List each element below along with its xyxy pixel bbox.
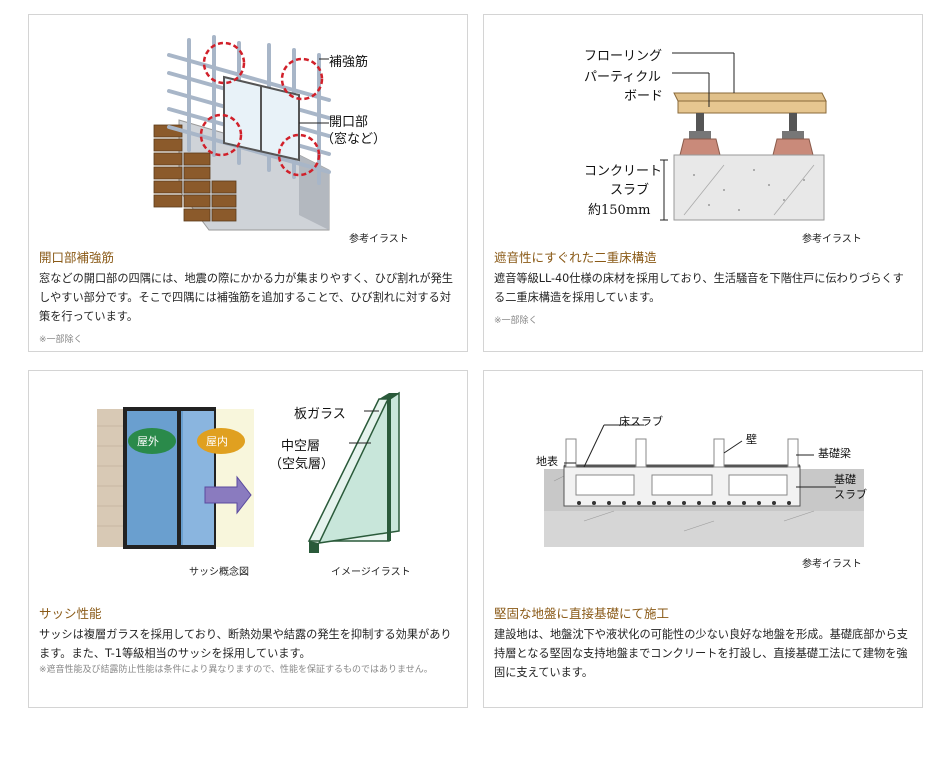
card-note: ※遮音性能及び結露防止性能は条件により異なりますので、性能を保証するものではあり… (39, 665, 433, 675)
label-rebar: 補強筋 (329, 55, 369, 70)
rebar-illustration: 補強筋 開口部 （窓など） 参考イラスト (29, 15, 467, 245)
sash-drawing (97, 391, 400, 553)
card-title: 遮音性にすぐれた二重床構造 (494, 250, 657, 265)
card-body: 遮音等級LL-40仕様の床材を採用しており、生活騒音を下階住戸に伝わりづらくする… (494, 272, 904, 304)
label-opening-sub: （窓など） (321, 132, 387, 147)
card-body: 建設地は、地盤沈下や液状化の可能性の少ない良好な地盤を形成。基礎底部から支持層と… (494, 628, 908, 679)
label-inside: 屋内 (206, 435, 228, 448)
card-title: サッシ性能 (39, 606, 102, 621)
floor-drawing (660, 52, 827, 221)
sash-illustration: 屋外 屋内 板ガラス 中空層 （空気層） サッシ概念図 イメージイラスト (29, 371, 467, 601)
caption: 参考イラスト (802, 559, 862, 570)
label-hollow-1: 中空層 (281, 439, 321, 454)
caption: 参考イラスト (349, 234, 409, 245)
label-concrete-1: コンクリート (584, 164, 663, 179)
card-note: ※一部除く (494, 316, 538, 326)
label-glass: 板ガラス (294, 407, 346, 422)
card-note: ※一部除く (39, 335, 83, 345)
label-particle-1: パーティクル (584, 70, 661, 85)
caption-right: イメージイラスト (331, 567, 411, 578)
label-particle-2: ボード (624, 89, 664, 104)
label-outside: 屋外 (137, 435, 159, 448)
foundation-drawing (544, 424, 864, 547)
card-foundation: 床スラブ 壁 地表 基礎梁 基礎 スラブ 参考イラスト 堅固な地盤に直接基礎にて… (483, 370, 923, 708)
label-flooring: フローリング (584, 49, 663, 64)
card-body: 窓などの開口部の四隅には、地震の際にかかる力が集まりやすく、ひび割れが発生しやす… (39, 272, 453, 323)
label-ground: 地表 (536, 455, 558, 468)
label-beam: 基礎梁 (818, 447, 851, 460)
double-floor-illustration: フローリング パーティクル ボード コンクリート スラブ 約150mm 参考イラ… (484, 15, 922, 245)
card-title: 堅固な地盤に直接基礎にて施工 (494, 606, 670, 621)
card-opening-rebar: 補強筋 開口部 （窓など） 参考イラスト 開口部補強筋 窓などの開口部の四隅には… (28, 14, 468, 352)
card-sash: 屋外 屋内 板ガラス 中空層 （空気層） サッシ概念図 イメージイラスト サッシ… (28, 370, 468, 708)
label-concrete-3: 約150mm (588, 203, 651, 218)
caption: 参考イラスト (802, 234, 862, 245)
rebar-drawing (153, 35, 331, 231)
card-title: 開口部補強筋 (39, 250, 115, 265)
label-hollow-2: （空気層） (269, 457, 335, 472)
label-foundation-1: 基礎 (834, 473, 856, 486)
label-floor-slab: 床スラブ (619, 415, 663, 428)
label-opening: 開口部 (329, 115, 369, 130)
label-foundation-2: スラブ (834, 488, 867, 501)
foundation-illustration: 床スラブ 壁 地表 基礎梁 基礎 スラブ 参考イラスト (484, 371, 922, 601)
label-wall: 壁 (746, 433, 757, 446)
label-concrete-2: スラブ (610, 183, 650, 198)
card-body: サッシは複層ガラスを採用しており、断熱効果や結露の発生を抑制する効果があります。… (39, 628, 452, 660)
caption-left: サッシ概念図 (189, 567, 249, 578)
card-double-floor: フローリング パーティクル ボード コンクリート スラブ 約150mm 参考イラ… (483, 14, 923, 352)
